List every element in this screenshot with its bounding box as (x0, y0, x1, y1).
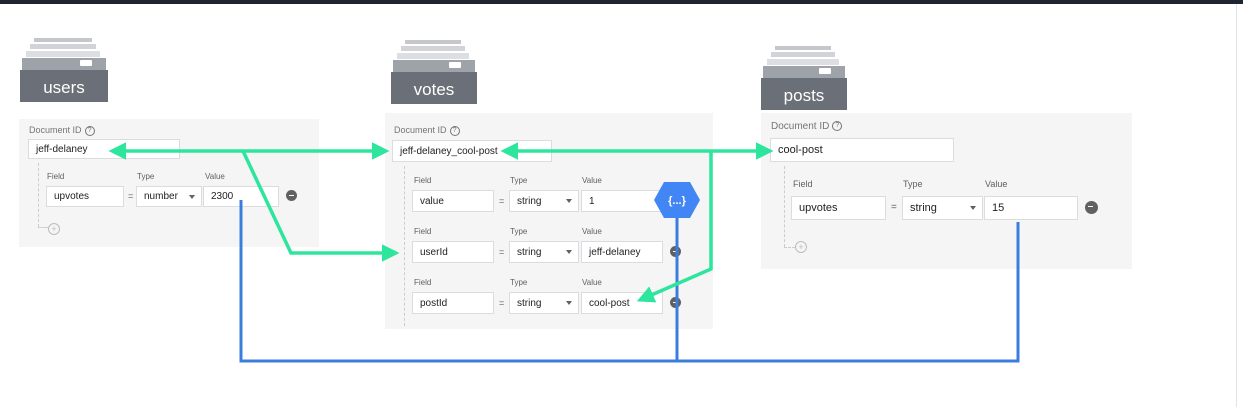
value-label: Value (582, 176, 602, 185)
chevron-down-icon (566, 250, 572, 254)
top-bar (0, 0, 1243, 4)
document-id-label: Document ID? (29, 125, 95, 136)
field-name-input[interactable]: postId (412, 292, 494, 314)
field-label: Field (47, 172, 65, 181)
file-drawer-icon (20, 38, 108, 102)
document-id-input[interactable]: jeff-delaney (28, 139, 180, 159)
equals-sign: = (499, 298, 505, 308)
type-label: Type (510, 278, 528, 287)
collection-votes[interactable]: votes (391, 38, 477, 104)
type-label: Type (510, 227, 528, 236)
value-label: Value (205, 172, 225, 181)
help-icon: ? (84, 125, 95, 136)
field-label: Field (414, 176, 432, 185)
equals-sign: = (128, 191, 134, 201)
remove-field-icon[interactable] (286, 190, 297, 201)
chevron-down-icon (566, 301, 572, 305)
value-label: Value (582, 227, 602, 236)
type-select[interactable]: string (509, 241, 579, 263)
type-select[interactable]: string (902, 196, 983, 220)
field-label: Field (414, 278, 432, 287)
type-label: Type (510, 176, 528, 185)
posts-document-panel (761, 113, 1132, 269)
type-select[interactable]: number (136, 186, 202, 207)
value-input[interactable]: cool-post (581, 292, 663, 314)
add-field-icon[interactable]: + (48, 223, 60, 235)
document-id-input[interactable]: cool-post (770, 138, 954, 162)
right-divider (1236, 4, 1237, 407)
field-name-input[interactable]: userId (412, 241, 494, 263)
add-field-icon[interactable]: + (795, 241, 807, 253)
collection-name: votes (413, 80, 455, 99)
type-label: Type (137, 172, 155, 181)
equals-sign: = (499, 196, 505, 206)
equals-sign: = (891, 202, 897, 213)
field-label: Field (414, 227, 432, 236)
tree-line (38, 163, 39, 227)
chevron-down-icon (189, 194, 195, 199)
value-input[interactable]: 2300 (203, 186, 279, 207)
value-label: Value (985, 179, 1008, 189)
remove-field-icon[interactable] (670, 246, 681, 257)
field-name-input[interactable]: value (412, 190, 494, 212)
field-name-input[interactable]: upvotes (46, 186, 124, 207)
document-id-label: Document ID? (394, 125, 460, 136)
collection-name: posts (783, 86, 825, 105)
value-input[interactable]: 15 (984, 196, 1078, 220)
document-id-label: Document ID? (771, 121, 843, 132)
equals-sign: = (499, 247, 505, 257)
type-label: Type (903, 179, 923, 189)
value-input[interactable]: jeff-delaney (581, 241, 663, 263)
type-select[interactable]: string (509, 292, 579, 314)
help-icon: ? (832, 121, 843, 132)
value-label: Value (582, 278, 602, 287)
chevron-down-icon (970, 206, 976, 210)
field-label: Field (793, 179, 813, 189)
file-drawer-icon (761, 46, 847, 110)
type-select[interactable]: string (509, 190, 579, 212)
field-name-input[interactable]: upvotes (791, 196, 886, 220)
value-input[interactable]: 1 (581, 190, 663, 212)
remove-field-icon[interactable] (670, 297, 681, 308)
collection-posts[interactable]: posts (761, 44, 847, 110)
help-icon: ? (449, 125, 460, 136)
tree-line (784, 247, 795, 248)
collection-users[interactable]: users (20, 36, 108, 102)
collection-name: users (43, 78, 85, 97)
tree-line (38, 227, 48, 228)
remove-field-icon[interactable] (1085, 201, 1098, 214)
tree-line (404, 166, 405, 326)
tree-line (784, 166, 785, 247)
file-drawer-icon (391, 40, 477, 104)
chevron-down-icon (566, 199, 572, 203)
document-id-input[interactable]: jeff-delaney_cool-post (392, 140, 552, 162)
